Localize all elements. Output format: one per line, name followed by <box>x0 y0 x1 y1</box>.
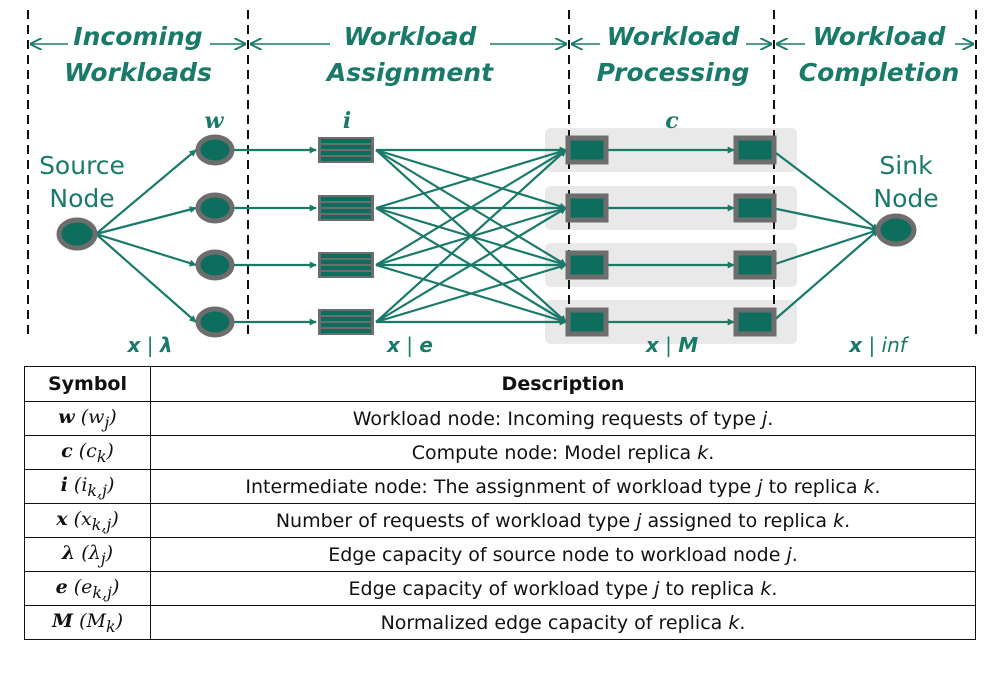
table-header-row: Symbol Description <box>24 366 976 402</box>
edge-arrow <box>95 206 197 236</box>
description-cell: Edge capacity of source node to workload… <box>150 537 976 572</box>
queue-slot <box>321 317 371 321</box>
description-cell: Compute node: Model replica k. <box>150 435 976 470</box>
symbol-cell: c (ck) <box>24 435 151 470</box>
symbol-cell: w (wj) <box>24 401 151 436</box>
capacity-label: x | λ <box>126 333 172 357</box>
workload-node <box>195 306 235 338</box>
queue-slot <box>321 151 371 155</box>
symbol-legend-table: Symbol Description w (wj) Workload node:… <box>24 366 976 640</box>
edge-arrow <box>375 149 567 266</box>
capacity-label: x | e <box>386 333 433 357</box>
sink-node-label: Sink <box>879 151 933 180</box>
compute-node-out <box>733 135 777 165</box>
edge-arrow <box>771 229 879 323</box>
description-cell: Intermediate node: The assignment of wor… <box>150 469 976 504</box>
table-row: w (wj) Workload node: Incoming requests … <box>24 401 976 436</box>
source-node-label: Node <box>49 184 114 213</box>
intermediate-node-symbol: i <box>343 108 351 134</box>
symbol-cell: e (ek,j) <box>24 571 151 606</box>
edge-arrow <box>375 263 567 324</box>
workload-node <box>195 192 235 224</box>
capacity-label: x | M <box>645 333 698 357</box>
stage-title: Workload <box>607 22 741 51</box>
symbol-cell: i (ik,j) <box>24 469 151 504</box>
description-cell: Workload node: Incoming requests of type… <box>150 401 976 436</box>
column-header-symbol: Symbol <box>24 366 151 402</box>
source-node <box>56 217 98 251</box>
queue-slot <box>321 145 371 149</box>
description-cell: Edge capacity of workload type j to repl… <box>150 571 976 606</box>
sink-node <box>875 213 917 247</box>
queue-slot <box>321 311 371 315</box>
table-row: c (ck) Compute node: Model replica k. <box>24 435 976 470</box>
stage-title: Assignment <box>325 58 494 87</box>
symbol-cell: λ (λj) <box>24 537 151 572</box>
stage-dividers <box>27 10 977 340</box>
queue-slot <box>321 266 371 270</box>
network-edges <box>95 146 879 326</box>
compute-node-in <box>565 250 609 280</box>
queue-slot <box>321 329 371 333</box>
flow-network-diagram: Incoming Workloads Workload Assignment W… <box>27 10 977 357</box>
symbol-cell: x (xk,j) <box>24 503 151 538</box>
table-row: M (Mk) Normalized edge capacity of repli… <box>24 605 976 640</box>
queue-slot <box>321 209 371 213</box>
stage-titles: Incoming Workloads Workload Assignment W… <box>64 22 959 87</box>
symbol-cell: M (Mk) <box>24 605 151 640</box>
column-header-description: Description <box>150 366 976 402</box>
sink-node-label: Node <box>873 184 938 213</box>
queue-slot <box>321 323 371 327</box>
stage-title: Incoming <box>73 22 203 51</box>
edge-arrow <box>375 207 567 323</box>
queue-slot <box>321 260 371 264</box>
workload-node <box>195 249 235 281</box>
edge-arrow <box>375 149 567 323</box>
table-row: x (xk,j) Number of requests of workload … <box>24 503 976 538</box>
queue-slot <box>321 203 371 207</box>
compute-node-in <box>565 193 609 223</box>
compute-node-out <box>733 250 777 280</box>
stage-title: Workload <box>813 22 947 51</box>
compute-node-in <box>565 307 609 337</box>
queue-slot <box>321 254 371 258</box>
queue-slot <box>321 272 371 276</box>
queue-slot <box>321 139 371 143</box>
description-cell: Number of requests of workload type j as… <box>150 503 976 538</box>
edge-arrow <box>771 206 879 233</box>
edge-arrow <box>771 149 879 231</box>
table-row: i (ik,j) Intermediate node: The assignme… <box>24 469 976 504</box>
description-cell: Normalized edge capacity of replica k. <box>150 605 976 640</box>
stage-title: Processing <box>597 58 750 87</box>
table-row: e (ek,j) Edge capacity of workload type … <box>24 571 976 606</box>
edge-arrow <box>771 228 879 267</box>
compute-node-symbol: c <box>665 108 679 134</box>
queue-slot <box>321 157 371 161</box>
compute-node-out <box>733 193 777 223</box>
stage-title: Workload <box>344 22 478 51</box>
capacity-label: x | inf <box>848 333 910 357</box>
edge-arrow <box>95 233 197 323</box>
workload-node-symbol: w <box>205 108 225 134</box>
stage-title: Workloads <box>64 58 212 87</box>
edge-arrow <box>375 148 567 210</box>
edge-arrow <box>95 232 197 267</box>
table-row: λ (λj) Edge capacity of source node to w… <box>24 537 976 572</box>
compute-node-in <box>565 135 609 165</box>
queue-slot <box>321 197 371 201</box>
compute-node-out <box>733 307 777 337</box>
source-node-label: Source <box>39 151 125 180</box>
stage-title: Completion <box>799 58 960 87</box>
queue-slot <box>321 215 371 219</box>
edge-arrow <box>95 149 197 235</box>
network-nodes <box>56 134 917 338</box>
workload-node <box>195 134 235 166</box>
